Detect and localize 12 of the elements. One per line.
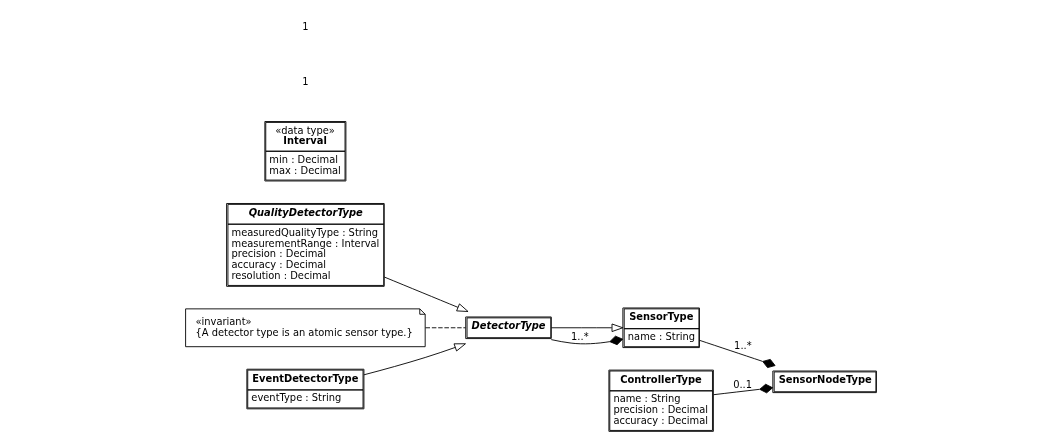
label: 1: [302, 21, 309, 33]
edge-label: 0..1: [733, 378, 753, 390]
arrow: [363, 343, 466, 376]
arrow: [383, 276, 469, 312]
connector: [550, 335, 624, 346]
edge-label: 1..*: [734, 340, 752, 352]
connector: [713, 383, 774, 396]
connector: [424, 327, 466, 329]
edge-label: 1..*: [571, 331, 589, 343]
label: 1: [302, 76, 309, 88]
connector: [699, 339, 776, 369]
arrow: [550, 323, 624, 332]
